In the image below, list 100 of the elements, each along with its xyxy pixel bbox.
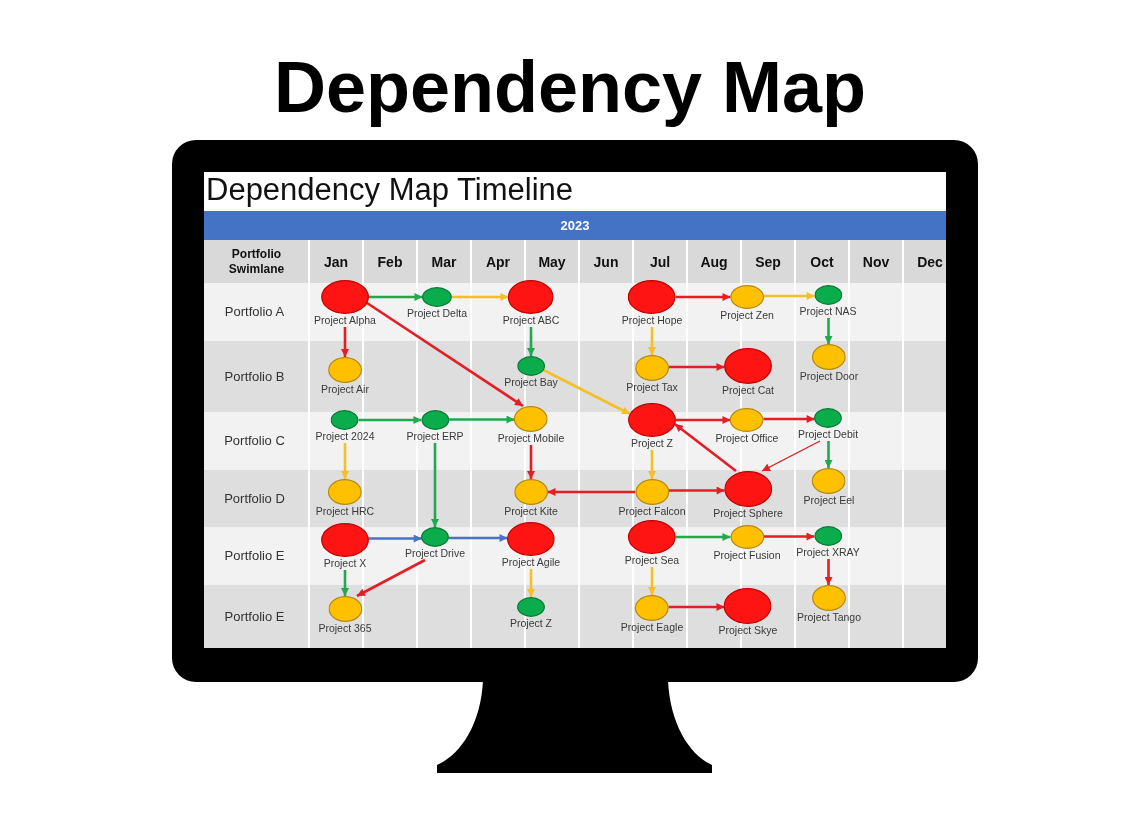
milestone-label: Project XRAY (796, 546, 860, 559)
arrow (542, 368, 631, 416)
milestone-node (504, 356, 558, 389)
milestone-label: Project ABC (502, 314, 560, 327)
milestone-node (315, 410, 375, 443)
arrow (358, 416, 422, 424)
milestone-node (796, 526, 860, 559)
arrow (668, 603, 725, 611)
milestone-node (628, 403, 676, 450)
arrow (824, 318, 833, 344)
arrow (648, 567, 656, 595)
milestone-node (406, 287, 468, 320)
milestone-node (618, 479, 686, 518)
milestone-label: Project ERP (406, 430, 464, 443)
lane-label: Portfolio A (224, 304, 285, 320)
milestone-label: Project 365 (318, 622, 372, 635)
month-label: Feb (377, 253, 403, 270)
milestone-label: Project Door (799, 370, 859, 383)
arrow (341, 443, 349, 479)
milestone-label: Project Delta (406, 307, 468, 320)
arrow (648, 450, 656, 479)
milestone-label: Project Sea (624, 554, 680, 567)
timeline-title: Dependency Map Timeline (206, 172, 574, 208)
milestone-node (315, 479, 375, 518)
milestone-label: Project Drive (404, 547, 466, 560)
milestone-label: Project Z (631, 437, 673, 450)
month-label: Aug (700, 253, 728, 270)
month-label: May (538, 253, 566, 270)
milestone-label: Project Fusion (713, 549, 781, 562)
arrow (547, 488, 636, 496)
milestone-label: Project Skye (718, 624, 778, 637)
milestone-node (497, 406, 565, 445)
month-label: Apr (485, 253, 511, 270)
month-label: Jun (593, 253, 619, 270)
milestone-node (713, 471, 783, 520)
milestone-node (718, 588, 778, 637)
lane-label: Portfolio B (224, 368, 285, 385)
milestone-label: Project Mobile (497, 432, 565, 445)
arrow (674, 422, 737, 473)
milestone-label: Project Kite (504, 505, 558, 518)
milestone-label: Project Office (715, 432, 779, 445)
arrow (527, 327, 535, 356)
year-bar: 2023 (204, 211, 946, 240)
milestone-label: Project Eel (803, 494, 855, 507)
month-label: Dec (917, 253, 943, 270)
lane-label: Portfolio E (224, 548, 285, 564)
arrow (761, 440, 821, 472)
milestone-label: Project 2024 (315, 430, 375, 443)
milestone-label: Project HRC (315, 505, 375, 518)
page-title: Dependency Map (273, 47, 867, 127)
arrow (668, 363, 725, 371)
milestone-node (321, 357, 369, 396)
milestone-label: Project Cat (722, 384, 774, 397)
milestone-label: Project NAS (799, 305, 857, 318)
arrow (763, 532, 815, 541)
milestone-label: Project Hope (621, 314, 683, 327)
milestone-node (799, 285, 857, 318)
milestone-node (318, 596, 372, 635)
milestone-node (510, 597, 552, 630)
column-header: Portfolio Swimlane (228, 246, 285, 277)
milestone-label: Project Tango (797, 611, 861, 624)
milestone-node (314, 280, 376, 327)
arrow (675, 416, 731, 424)
milestone-node (404, 527, 466, 560)
milestone-label: Project Sphere (713, 507, 783, 520)
arrow (824, 559, 833, 585)
milestone-label: Project Agile (501, 556, 561, 569)
arrow (451, 293, 509, 301)
milestone-label: Project Falcon (618, 505, 686, 518)
arrow (356, 558, 426, 598)
milestone-node (502, 280, 560, 327)
month-label: Sep (755, 253, 781, 270)
milestone-node (803, 468, 855, 507)
month-label: Mar (431, 253, 457, 270)
milestone-node (501, 522, 561, 569)
arrow (448, 534, 508, 542)
arrow (763, 415, 815, 423)
milestone-node (624, 520, 680, 567)
lane-label: Portfolio D (224, 490, 285, 507)
milestone-label: Project Air (321, 383, 369, 396)
milestone-node (406, 410, 464, 443)
arrow (341, 327, 349, 357)
arrow (431, 443, 439, 527)
arrow (527, 445, 535, 479)
month-label: Oct (810, 253, 834, 270)
arrow (448, 415, 515, 424)
month-label: Jul (649, 253, 671, 270)
milestone-node (626, 355, 678, 394)
milestone-label: Project Eagle (620, 621, 684, 634)
milestone-node (797, 585, 861, 624)
lane-label: Portfolio C (224, 433, 285, 449)
milestone-node (620, 595, 684, 634)
milestone-label: Project Tax (626, 381, 678, 394)
arrow (648, 327, 656, 355)
milestone-label: Project Alpha (314, 314, 376, 327)
milestone-node (799, 344, 859, 383)
milestone-node (715, 408, 779, 445)
milestone-node (504, 479, 558, 518)
milestone-node (720, 285, 774, 322)
arrow (368, 534, 422, 543)
